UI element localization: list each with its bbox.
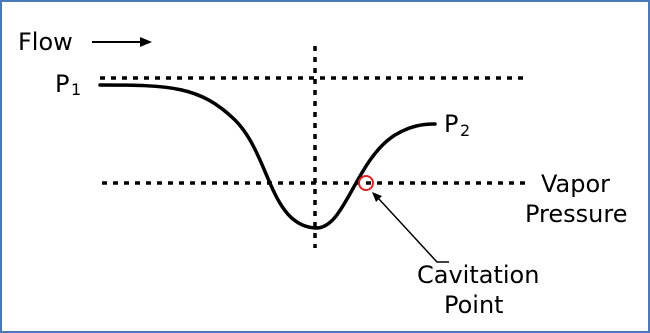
cavitation-point-marker <box>358 175 374 191</box>
point-label: Point <box>444 291 504 319</box>
p1-label: P <box>55 70 69 98</box>
pressure-label: Pressure <box>525 200 627 228</box>
p2-subscript: 2 <box>460 121 470 140</box>
cavitation-leader-line <box>378 198 449 263</box>
flow-label: Flow <box>18 28 73 56</box>
pressure-curve <box>98 83 437 230</box>
flow-arrow-head <box>140 37 152 47</box>
vapor-label: Vapor <box>541 170 610 198</box>
leader-arrow-head <box>372 192 382 202</box>
p1-subscript: 1 <box>71 80 81 99</box>
p2-label: P <box>444 110 458 138</box>
cavitation-label: Cavitation <box>417 261 539 289</box>
